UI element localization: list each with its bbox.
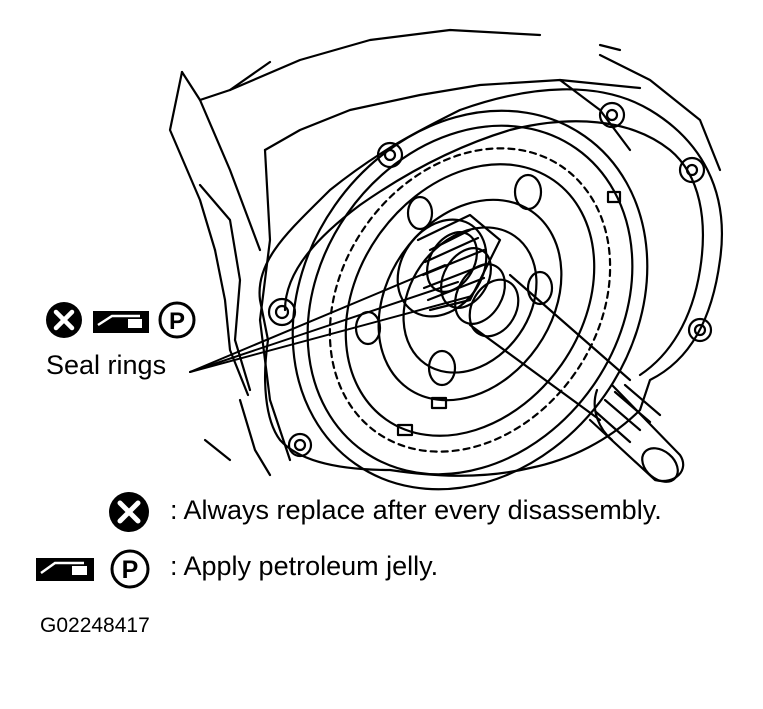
- callout-grease-gun-icon: [93, 311, 149, 333]
- seal-rings-leaders: [189, 264, 473, 373]
- legend-grease-gun-icon: [36, 558, 94, 581]
- figure-id: G02248417: [40, 614, 150, 637]
- legend-replace-text: : Always replace after every disassembly…: [170, 495, 662, 525]
- legend-jelly-text: : Apply petroleum jelly.: [170, 551, 439, 581]
- legend-x-circle-icon: [109, 492, 149, 532]
- svg-text:P: P: [169, 308, 185, 335]
- seal-rings-label: Seal rings: [46, 350, 167, 380]
- oil-pump-ring: [291, 109, 649, 491]
- stator-shaft: [396, 213, 502, 318]
- pump-holes: [354, 173, 622, 437]
- input-shaft: [468, 273, 685, 483]
- svg-text:P: P: [122, 556, 139, 584]
- legend-p-circle-icon: P: [110, 549, 150, 589]
- callout-x-circle-icon: [46, 302, 82, 338]
- case-housing: [168, 28, 722, 477]
- callout-p-circle-icon: P: [158, 301, 196, 339]
